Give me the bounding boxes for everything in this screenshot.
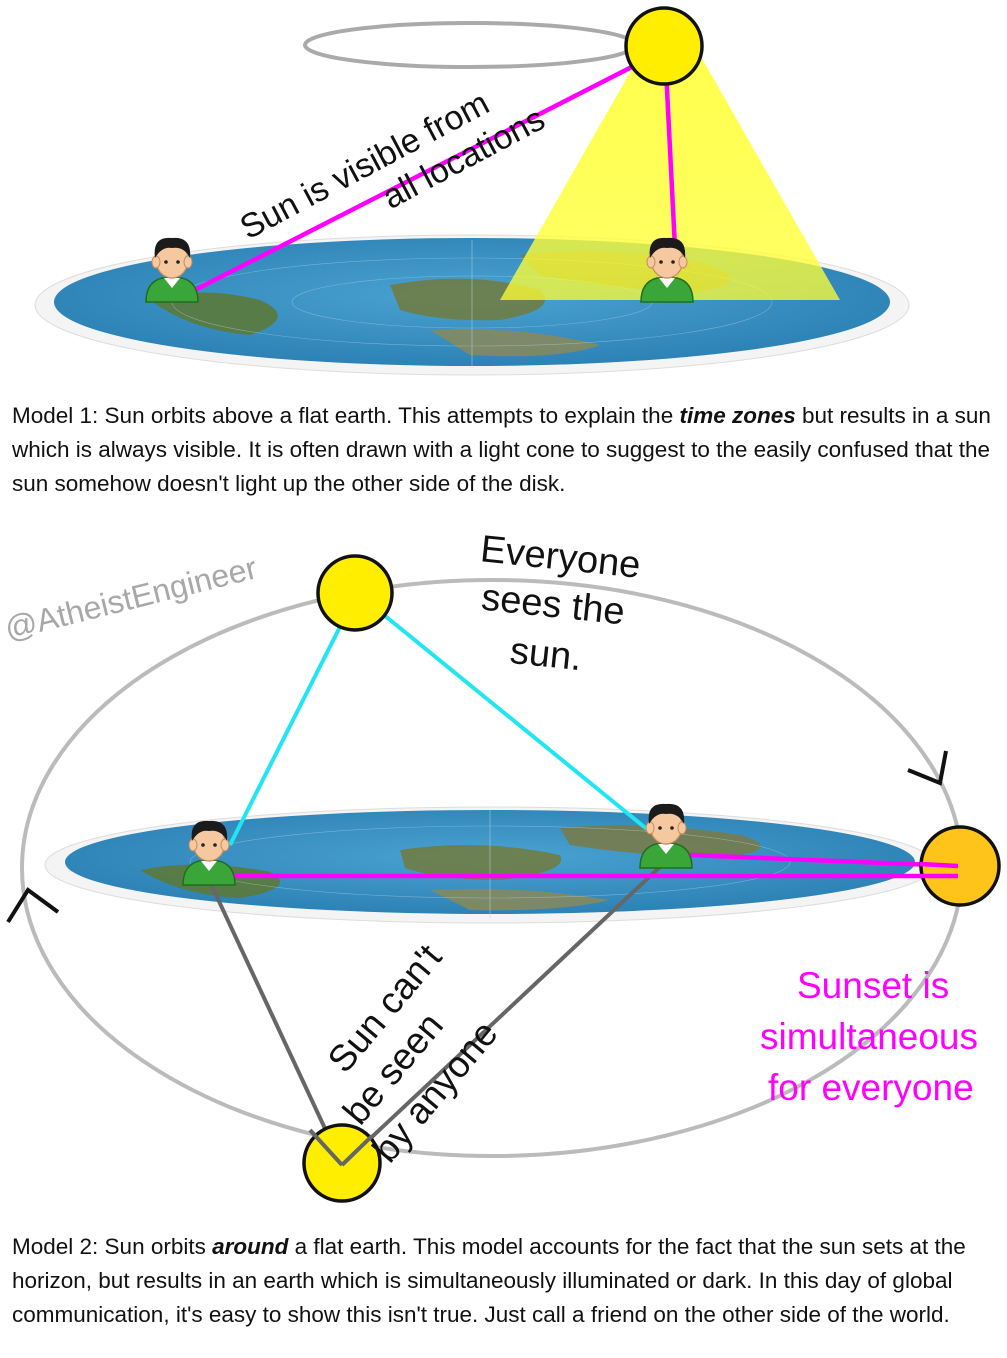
model2-everyone-line3: sun. <box>508 630 584 679</box>
model1-figure: Sun is visible fromall locations <box>34 6 910 376</box>
model1-caption-emphasis: time zones <box>679 403 796 428</box>
model2-orbit-arrow-left <box>6 887 60 924</box>
model2-sight-line-gray-left <box>208 881 344 1166</box>
model1-caption: Model 1: Sun orbits above a flat earth. … <box>12 399 1002 501</box>
model1-sight-line-left <box>193 47 667 293</box>
model2-everyone-line2: sees the <box>479 577 626 634</box>
model2-gray-tip-left <box>308 1128 344 1167</box>
model2-gray-tip-right <box>340 1134 374 1167</box>
model1-sun <box>624 6 704 86</box>
model1-sun-orbit <box>303 21 637 69</box>
model2-right-tip <box>919 861 959 869</box>
model2-sight-line-cyan-left <box>228 592 359 846</box>
model2-caption-emphasis: around <box>212 1234 289 1259</box>
model2-figure: @AtheistEngineer Everyonesees thesun. Su… <box>1 528 1001 1203</box>
model2-sunset-line2: simultaneous <box>760 1016 978 1057</box>
model2-sight-line-cyan-right <box>355 591 650 832</box>
model1-caption-after: but results in a sun which is always vis… <box>12 403 991 496</box>
model1-caption-before: Model 1: Sun orbits above a flat earth. … <box>12 403 680 428</box>
model2-sight-line-gray-right <box>340 863 664 1167</box>
model2-caption: Model 2: Sun orbits around a flat earth.… <box>12 1230 1002 1332</box>
model2-sun-top <box>316 554 394 632</box>
model2-sunset-line3: for everyone <box>768 1067 974 1108</box>
model2-flat-earth <box>44 806 936 924</box>
model2-caption-before: Model 2: Sun orbits <box>12 1234 213 1259</box>
model2-sunset-line1: Sunset is <box>797 965 949 1006</box>
model2-sight-line-magenta-right <box>689 852 959 869</box>
model2-orbit-arrow-right <box>907 750 948 786</box>
model2-caption-after: a flat earth. This model accounts for th… <box>12 1234 966 1327</box>
model2-sunset-label: Sunset is simultaneous for everyone <box>760 965 978 1108</box>
model2-everyone-label: Everyonesees thesun. <box>468 528 642 684</box>
